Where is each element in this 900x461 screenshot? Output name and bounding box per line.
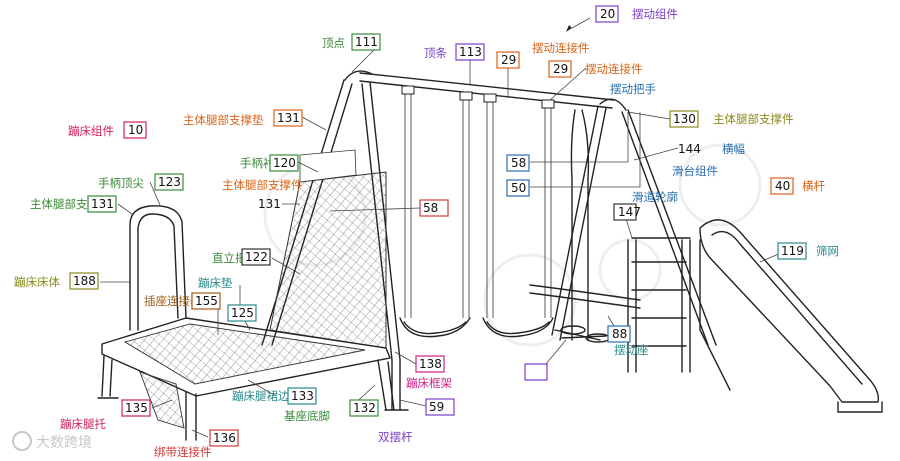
label-leg-support-a: 横幅 (722, 142, 745, 156)
label-socket-connector: 蹦床框架 (406, 376, 452, 390)
number-box (770, 177, 794, 195)
number-box (548, 60, 572, 78)
callout-131a: 131 (277, 111, 300, 125)
label-base-foot: 双摆杆 (378, 430, 413, 444)
label-swing-handle-a: 摆动把手 (610, 82, 656, 96)
number-box (419, 199, 449, 217)
callout-10: 10 (128, 123, 143, 137)
label-top-bar: 顶条 (424, 46, 447, 60)
callouts: 蹦床组件 10 20 摆动组件 顶点 111 顶条 113 29 摆动连接件 2… (14, 5, 839, 459)
label-swing-connector-a: 摆动连接件 (532, 41, 590, 55)
label-leg-skirt: 蹦床腿托 (60, 417, 106, 431)
trampoline (97, 149, 395, 441)
callout-59: 88 (612, 327, 627, 341)
callout-136: 132 (353, 401, 376, 415)
label-trampoline-pad: 插座连接器 (144, 294, 202, 308)
number-box (506, 154, 530, 172)
callout-132: 59 (429, 400, 444, 414)
label-handle-pad: 手柄顶尖 (98, 176, 144, 190)
label-trampoline-assembly: 蹦床组件 (68, 124, 114, 138)
banner (299, 149, 357, 183)
callout-50: 40 (775, 179, 790, 193)
callout-29b: 29 (553, 62, 568, 76)
label-upright-handle: 蹦床床体 (14, 275, 60, 289)
label-slide-assembly: 横杆 (802, 179, 825, 193)
number-box (613, 203, 637, 221)
callout-155: 138 (419, 357, 442, 371)
callout-40: 147 (618, 205, 641, 219)
callout-125: 155 (195, 294, 218, 308)
label-leg-holder: 绑带连接件 (154, 445, 212, 459)
number-box (349, 399, 379, 417)
number-box (351, 33, 381, 51)
label-slide-profile: 筛网 (816, 244, 839, 258)
number-box (595, 5, 619, 23)
label-swing-handle-b: 滑台组件 (672, 164, 718, 178)
enclosure-net (269, 171, 387, 349)
callout-29a: 29 (501, 53, 516, 67)
callout-144: 120 (273, 156, 296, 170)
label-swing-connector-b: 摆动连接件 (585, 62, 643, 76)
label-trampoline-frame: 蹦床腿裙边 (232, 389, 290, 403)
label-leg-support-pad-b: 主体腿部支撑件 (222, 178, 303, 192)
number-box (506, 179, 530, 197)
callout-111: 111 (355, 35, 378, 49)
number-box (287, 387, 317, 405)
callout-131c: 58 (423, 201, 438, 215)
callout-147: 119 (781, 244, 804, 258)
number-box (69, 272, 99, 290)
callout-119: 122 (245, 250, 268, 264)
number-box (269, 154, 299, 172)
number-box (191, 292, 221, 310)
callout-188: 125 (231, 306, 254, 320)
number-box (227, 304, 257, 322)
label-double-glider: 摆动座 (614, 343, 649, 357)
callout-58a: 58 (511, 156, 526, 170)
label-apex-bolt: 主体腿部支撑件 (713, 112, 794, 126)
number-box (496, 51, 520, 69)
callout-130b: 131 (258, 197, 281, 211)
callout-123: 131 (91, 197, 114, 211)
number-box (607, 325, 631, 343)
callout-120: 123 (158, 175, 181, 189)
number-box (121, 399, 151, 417)
number-box (273, 109, 303, 127)
label-apex: 顶点 (322, 36, 345, 50)
number-box (415, 355, 445, 373)
callout-138: 133 (291, 389, 314, 403)
number-box (455, 43, 485, 61)
number-box (669, 110, 699, 128)
number-box (87, 195, 117, 213)
callout-135: 136 (213, 431, 236, 445)
number-box (524, 363, 548, 381)
number-box (123, 121, 147, 139)
number-box (241, 248, 271, 266)
callout-112: 130 (673, 112, 696, 126)
label-swing-assembly: 摆动组件 (632, 7, 678, 21)
callout-130a: 144 (678, 142, 701, 156)
number-box (777, 242, 807, 260)
arrow-icon (566, 25, 572, 32)
brand-logo: 大数跨境 (12, 431, 92, 451)
number-box (209, 429, 239, 447)
callout-58b: 50 (511, 181, 526, 195)
callout-20: 20 (600, 7, 615, 21)
brand-text: 大数跨境 (36, 435, 92, 451)
callout-122: 188 (73, 274, 96, 288)
label-leg-support-pad-a: 主体腿部支撑垫 (183, 113, 264, 127)
label-trampoline-bed: 蹦床垫 (198, 276, 233, 290)
number-box (154, 173, 184, 191)
label-strap-connector: 基座底脚 (284, 409, 330, 423)
callout-113: 113 (459, 45, 482, 59)
callout-133: 135 (125, 401, 148, 415)
number-box (425, 398, 455, 416)
label-crossbar: 滑道轮廓 (632, 190, 678, 204)
